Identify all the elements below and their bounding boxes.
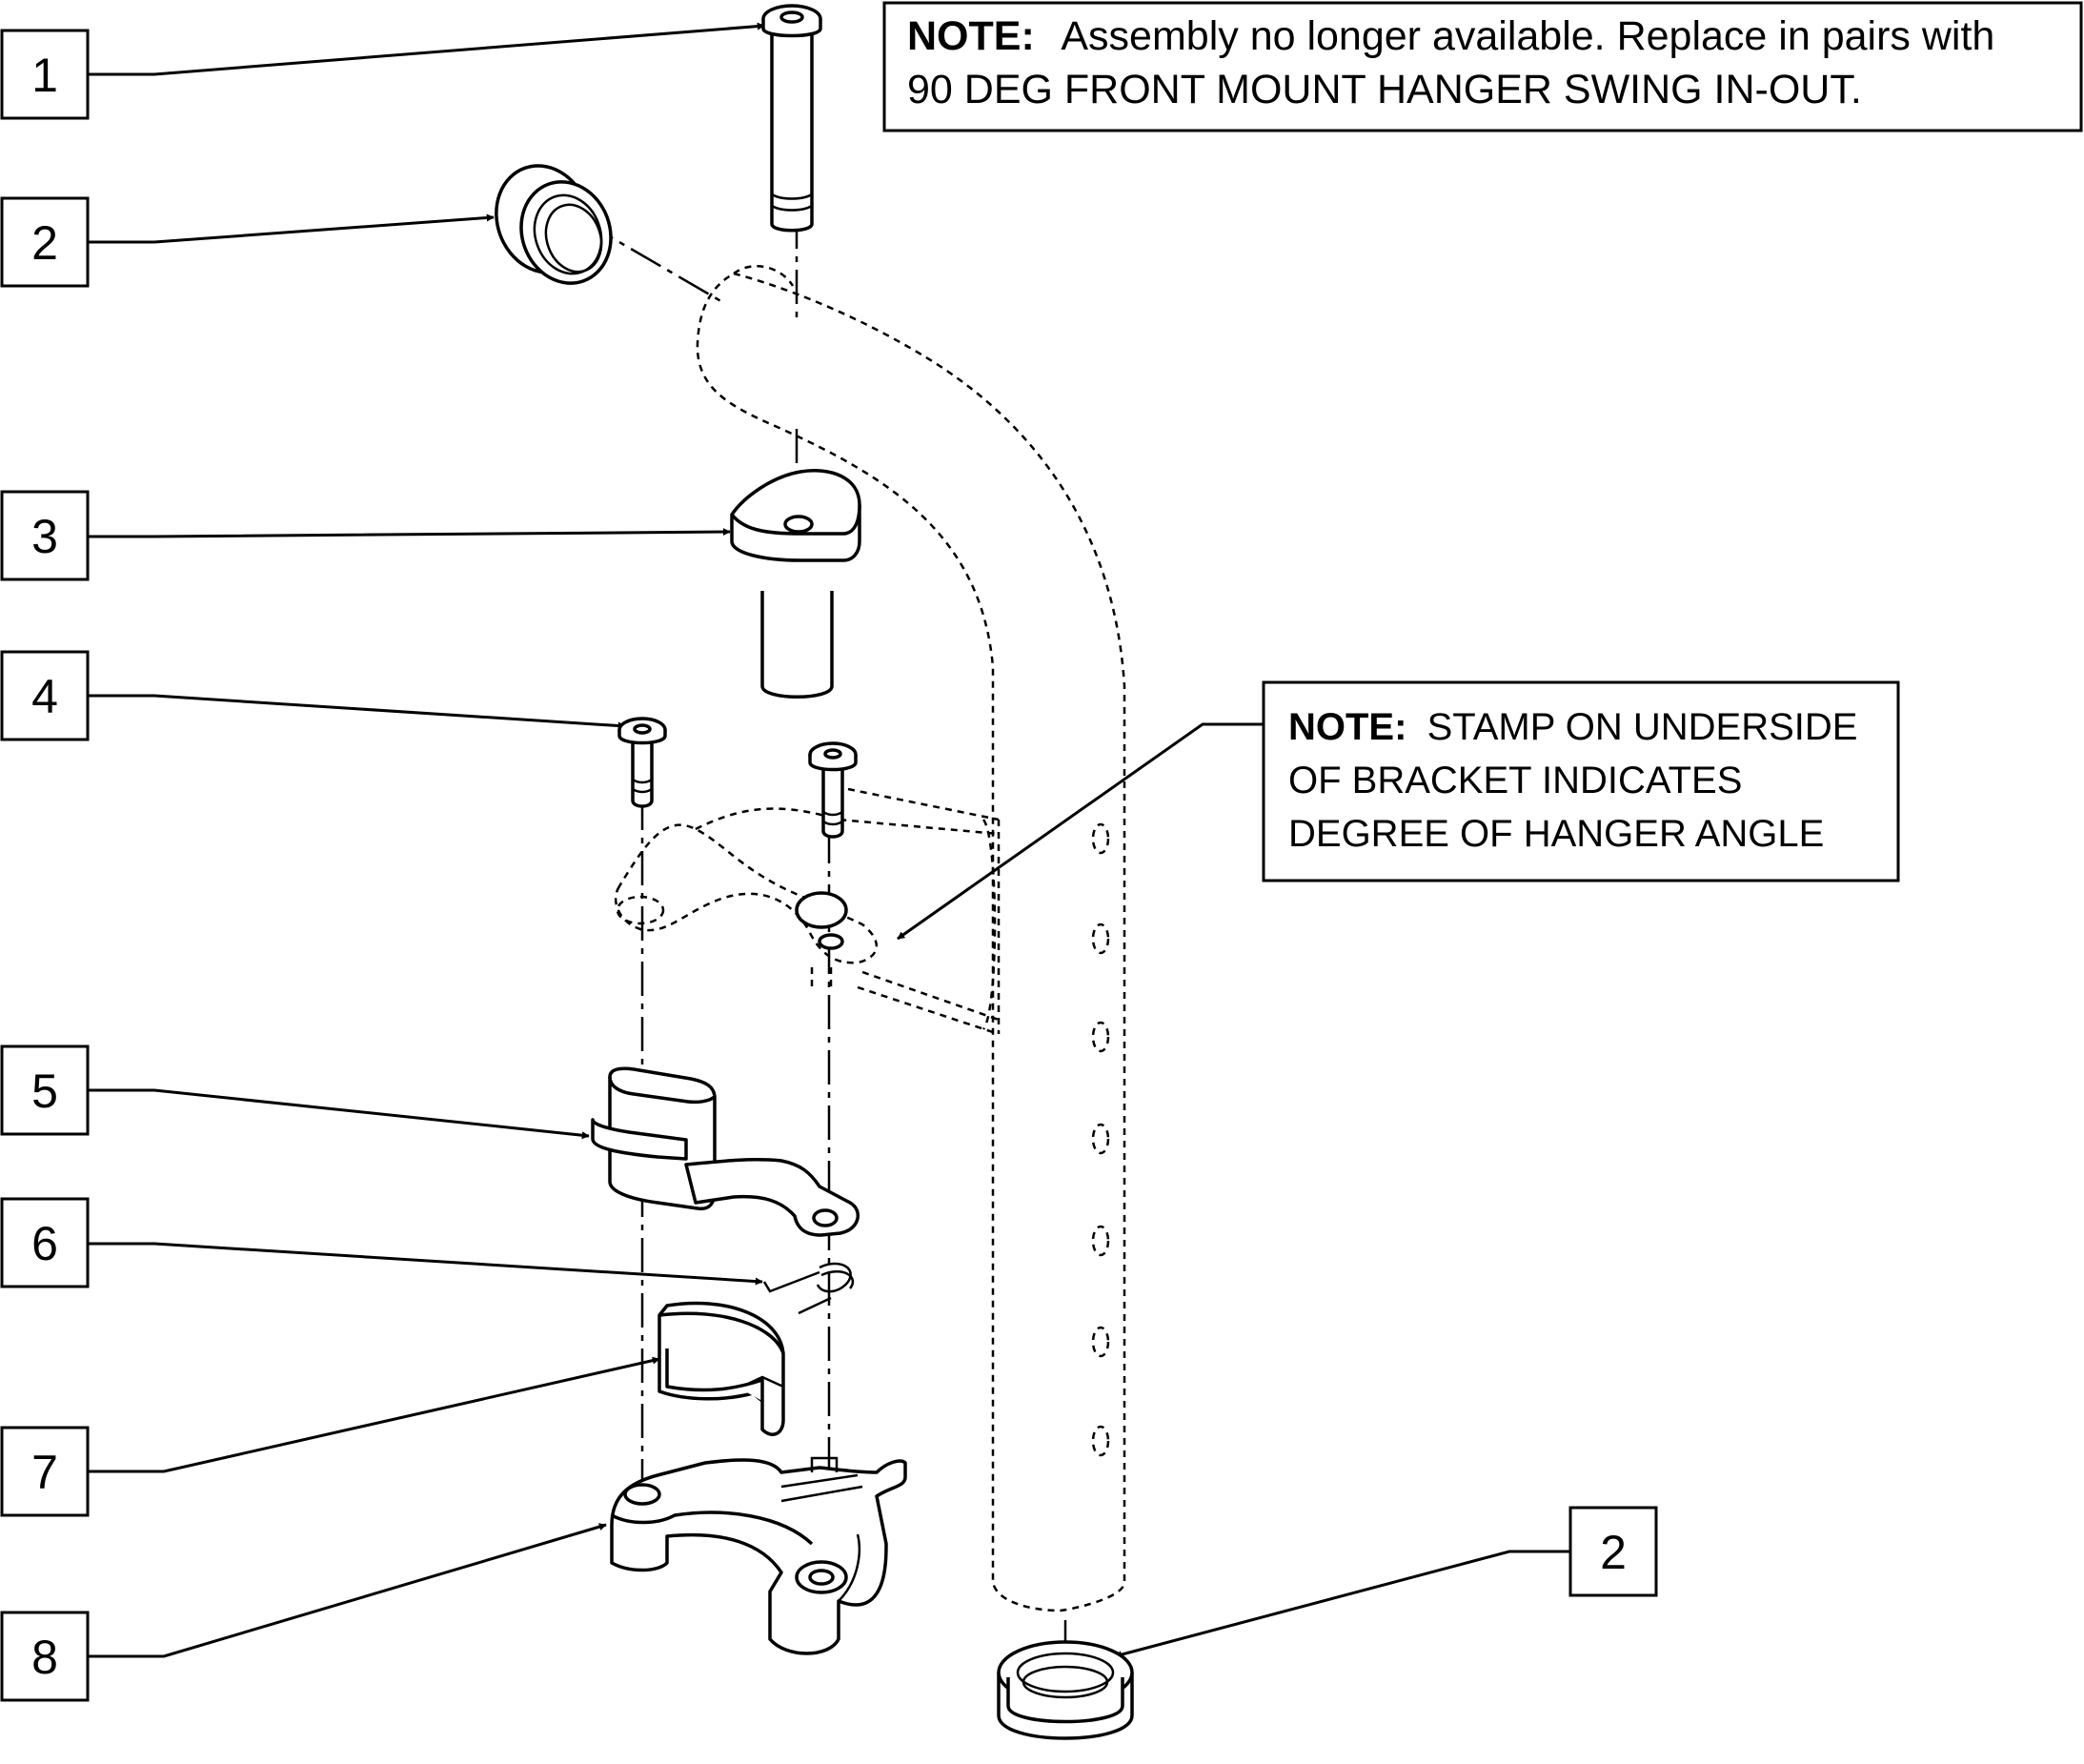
callout-2-bottom-label: 2 xyxy=(1600,1526,1627,1579)
note-top-prefix: NOTE: xyxy=(907,13,1035,59)
callout-3-label: 3 xyxy=(31,510,58,563)
callout-3: 3 xyxy=(0,490,731,581)
callout-7: 7 xyxy=(0,1356,660,1517)
note-top: NOTE: Assembly no longer available. Repl… xyxy=(882,1,2083,132)
callout-5-label: 5 xyxy=(31,1064,58,1118)
callout-8-label: 8 xyxy=(31,1631,58,1684)
note-side-line1: STAMP ON UNDERSIDE xyxy=(1427,706,1858,748)
note-side-leader xyxy=(897,722,1264,941)
callout-2-top-label: 2 xyxy=(31,216,58,270)
part-4-screw-installed xyxy=(795,891,848,991)
callout-4-leader xyxy=(88,694,626,730)
callout-6-label: 6 xyxy=(31,1217,58,1270)
callout-7-leader xyxy=(88,1356,660,1473)
callout-3-leader xyxy=(88,528,731,538)
note-side-line3: DEGREE OF HANGER ANGLE xyxy=(1288,813,1824,855)
callout-2-top: 2 xyxy=(0,196,495,288)
note-side: NOTE: STAMP ON UNDERSIDE OF BRACKET INDI… xyxy=(897,680,1900,941)
svg-text:NOTE: Assembly no longer: NOTE: Assembly no longer available. Repl… xyxy=(907,13,1994,59)
callout-7-label: 7 xyxy=(31,1446,58,1499)
callout-5: 5 xyxy=(0,1044,590,1140)
callout-4: 4 xyxy=(0,650,626,741)
callout-8: 8 xyxy=(0,1523,607,1702)
callout-1-label: 1 xyxy=(31,49,58,102)
part-5-lever-latch xyxy=(591,1066,860,1237)
callout-1-leader xyxy=(88,22,765,76)
callout-5-leader xyxy=(88,1088,590,1140)
callout-8-leader xyxy=(88,1523,607,1658)
part-4-screw-left xyxy=(617,717,667,808)
callout-6-leader xyxy=(88,1242,763,1286)
callout-2-top-leader xyxy=(88,213,495,244)
note-side-prefix: NOTE: xyxy=(1288,706,1406,748)
callout-2-bottom: 2 xyxy=(1114,1506,1658,1659)
callout-6: 6 xyxy=(0,1197,763,1288)
note-side-line2: OF BRACKET INDICATES xyxy=(1288,760,1742,801)
part-7-curved-sleeve xyxy=(658,1301,785,1436)
part-2-bushing-top xyxy=(495,164,613,285)
part-4-screw-right xyxy=(808,741,858,839)
part-2-bushing-bottom xyxy=(997,1640,1134,1740)
note-top-line2: 90 DEG FRONT MOUNT HANGER SWING IN-OUT. xyxy=(907,67,1862,112)
note-top-line1: Assembly no longer available. Replace in… xyxy=(1061,13,1994,59)
part-3-cam-block xyxy=(730,469,861,699)
part-8-base-bracket xyxy=(610,1456,907,1655)
hanger-tube-hidden xyxy=(696,265,1126,1612)
callout-2-bottom-leader xyxy=(1114,1550,1570,1659)
callout-1: 1 xyxy=(0,22,765,120)
part-6-spring xyxy=(762,1262,855,1315)
callout-4-label: 4 xyxy=(31,670,58,723)
part-1-pin xyxy=(761,4,822,233)
svg-text:NOTE: STAMP ON UNDERSIDE: NOTE: STAMP ON UNDERSIDE xyxy=(1288,706,1857,748)
